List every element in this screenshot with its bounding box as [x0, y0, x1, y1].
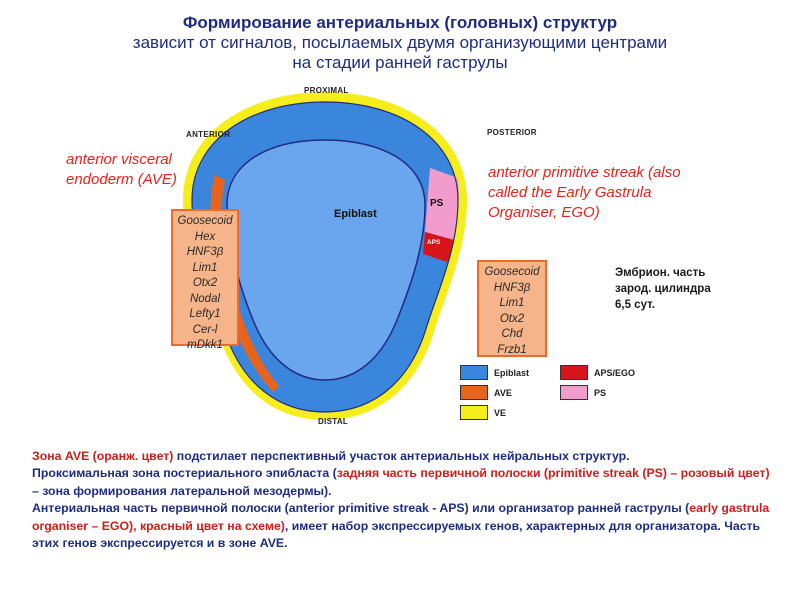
ego-gene-box: Goosecoid HNF3β Lim1 Otx2 Chd Frzb1	[477, 260, 547, 357]
label-ps: PS	[430, 198, 444, 209]
title-line-3: на стадии ранней гаструлы	[292, 53, 508, 72]
para-2-highlight: задняя часть первичной полоски (primitiv…	[336, 466, 770, 481]
gene-item: Otx2	[499, 312, 525, 325]
gene-item: Cer-l	[192, 323, 218, 336]
ave-label-line-2: endoderm (AVE)	[66, 171, 177, 188]
embryo-note: Эмбрион. часть зарод. цилиндра 6,5 сут.	[615, 265, 711, 313]
ps-region	[425, 168, 459, 240]
ego-label-line-2: called the Early Gastrula	[488, 184, 652, 201]
gene-item: Lim1	[192, 261, 218, 274]
ego-label-line-1: anterior primitive streak (also	[488, 164, 681, 181]
gene-item: Lefty1	[189, 308, 221, 320]
para-3-text-a: Антериальная часть первичной полоски (an…	[32, 501, 690, 516]
label-distal: DISTAL	[318, 417, 349, 426]
gene-item: Hex	[194, 230, 216, 243]
legend-swatch-epiblast	[460, 365, 488, 380]
epiblast-inner	[226, 139, 426, 381]
legend: Epiblast APS/EGO AVE PS VE	[460, 365, 650, 430]
gene-item: HNF3β	[186, 246, 224, 258]
title-line-2: зависит от сигналов, посылаемых двумя ор…	[132, 33, 668, 52]
legend-swatch-ps	[560, 385, 588, 400]
embryo-note-line-3: 6,5 сут.	[615, 299, 655, 311]
embryo-diagram	[183, 92, 467, 420]
title-line-1: Формирование антериальных (головных) стр…	[0, 12, 800, 34]
label-epiblast: Epiblast	[334, 208, 377, 220]
aps-region	[423, 232, 454, 262]
para-1-text: подстилает перспективный участок антериа…	[173, 449, 630, 463]
embryo-note-line-1: Эмбрион. часть	[615, 267, 706, 279]
legend-item-epiblast: Epiblast	[460, 365, 529, 380]
legend-swatch-ve	[460, 405, 488, 420]
title-bold: Формирование антериальных (головных) стр…	[182, 13, 618, 32]
para-2-text-a: Проксимальная зона постериального эпибла…	[32, 466, 337, 481]
gene-item: Goosecoid	[177, 215, 233, 227]
label-aps: APS	[427, 239, 441, 246]
label-posterior: POSTERIOR	[487, 128, 537, 137]
gene-item: Lim1	[499, 297, 525, 309]
ave-label: anterior visceral endoderm (AVE)	[66, 150, 177, 190]
embryo-outline	[191, 101, 459, 413]
legend-label: APS/EGO	[594, 367, 636, 378]
legend-swatch-ave	[460, 385, 488, 400]
legend-label: AVE	[494, 387, 512, 398]
gene-item: mDkk1	[187, 339, 223, 351]
legend-item-ps: PS	[560, 385, 606, 400]
gene-item: Chd	[501, 328, 523, 340]
legend-swatch-aps-ego	[560, 365, 588, 380]
para-1-highlight: Зона AVE (оранж. цвет)	[32, 449, 174, 463]
label-anterior: ANTERIOR	[186, 130, 231, 139]
legend-item-ve: VE	[460, 405, 506, 420]
legend-item-aps-ego: APS/EGO	[560, 365, 635, 380]
gene-item: HNF3β	[493, 281, 531, 294]
para-3-highlight: early gastrula organiser – EGO), красный…	[32, 501, 770, 533]
description-paragraph: Зона AVE (оранж. цвет) подстилает перспе…	[32, 448, 772, 552]
para-3-text-c: , имеет набор экспрессируемых генов, хар…	[32, 518, 761, 551]
legend-label: VE	[494, 407, 507, 418]
label-proximal: PROXIMAL	[304, 86, 349, 95]
gene-item: Goosecoid	[484, 266, 540, 278]
ego-label-line-3: Organiser, EGO)	[488, 204, 600, 221]
legend-label: PS	[594, 387, 607, 398]
gene-item: Nodal	[189, 292, 221, 305]
ave-label-line-1: anterior visceral	[66, 151, 172, 168]
legend-item-ave: AVE	[460, 385, 512, 400]
legend-label: Epiblast	[494, 367, 530, 378]
embryo-note-line-2: зарод. цилиндра	[615, 283, 711, 295]
para-2-text-c: – зона формирования латеральной мезодерм…	[32, 483, 332, 498]
gene-item: Otx2	[192, 277, 218, 289]
ego-label: anterior primitive streak (also called t…	[488, 163, 681, 223]
ave-gene-box: Goosecoid Hex HNF3β Lim1 Otx2 Nodal Left…	[171, 209, 239, 351]
gene-item: Frzb1	[497, 343, 527, 356]
